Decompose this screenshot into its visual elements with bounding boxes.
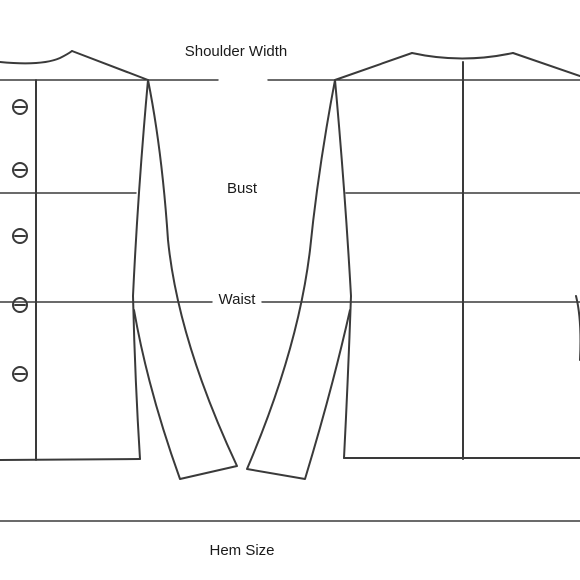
back-left-shoulder bbox=[334, 52, 413, 81]
back-right-shoulder bbox=[512, 52, 580, 77]
back-right-side-seam bbox=[575, 295, 580, 361]
shoulder-width-label: Shoulder Width bbox=[181, 43, 291, 61]
bust-label: Bust bbox=[223, 180, 261, 198]
back-neckline bbox=[411, 52, 514, 60]
back-sleeve bbox=[246, 79, 351, 480]
front-neckline bbox=[0, 50, 73, 65]
front-shoulder-line bbox=[71, 50, 149, 81]
front-sleeve bbox=[133, 79, 238, 480]
hem-size-label: Hem Size bbox=[206, 542, 278, 560]
back-body-side bbox=[334, 79, 352, 459]
button-icon bbox=[12, 366, 28, 382]
front-hem bbox=[0, 458, 141, 461]
button-icon bbox=[12, 99, 28, 115]
front-view bbox=[0, 50, 238, 480]
waist-label: Waist bbox=[215, 291, 259, 309]
button-icon bbox=[12, 162, 28, 178]
back-view bbox=[246, 52, 580, 480]
front-buttons bbox=[12, 99, 28, 382]
button-icon bbox=[12, 228, 28, 244]
measurement-lines bbox=[0, 79, 580, 522]
front-body-side bbox=[132, 79, 149, 460]
button-icon bbox=[12, 297, 28, 313]
